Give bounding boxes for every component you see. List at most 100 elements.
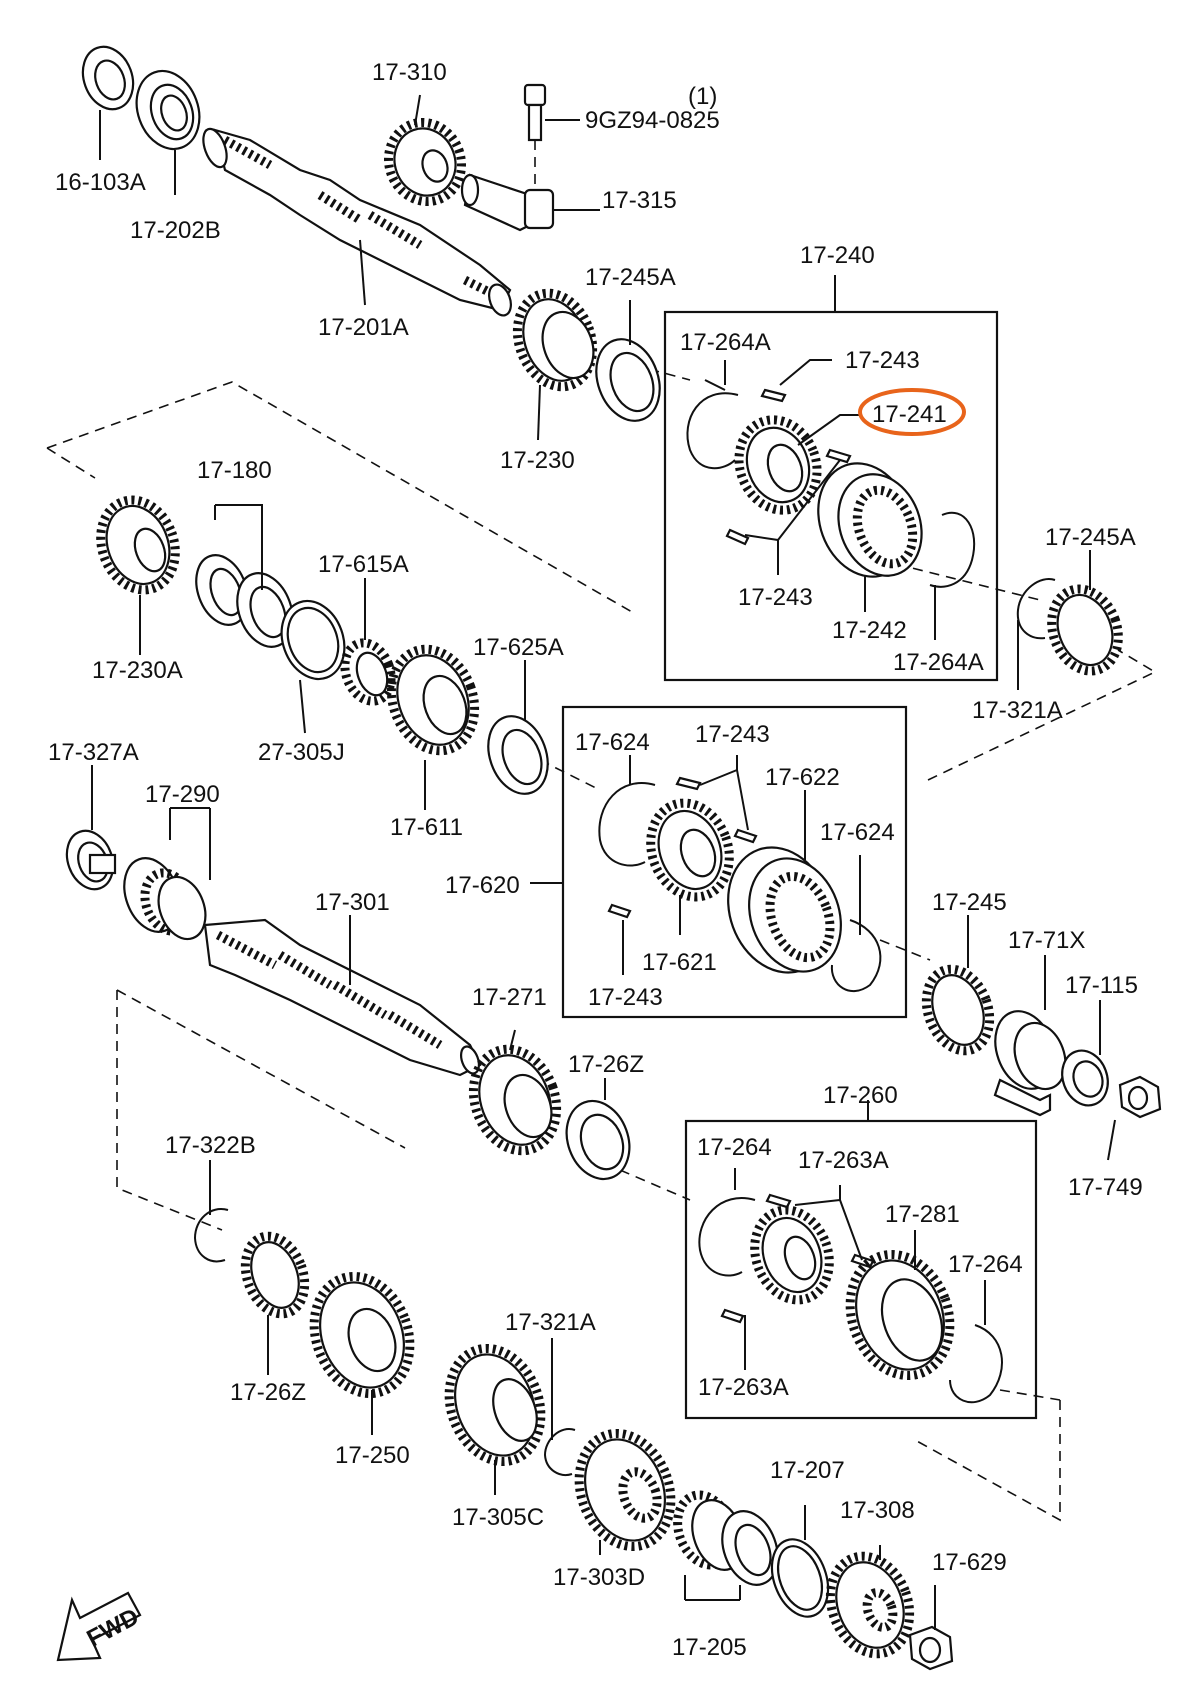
part-labels: 16-103A 17-202B 17-310 (1) 9GZ94-0825 17… [48, 59, 1143, 1661]
sync-key-17-243-right [825, 448, 852, 464]
snap-ring-17-322B [193, 1208, 229, 1263]
shim-17-207 [770, 1538, 830, 1618]
sync-ring-17-26Z-top [565, 1099, 631, 1181]
label-17-230: 17-230 [500, 447, 575, 474]
label-17-243-bottom: 17-243 [738, 584, 813, 611]
label-17-260: 17-260 [823, 1082, 898, 1109]
gear-17-250 [309, 1271, 415, 1399]
sync-key-17-243-620-top [675, 776, 702, 791]
gear-17-271 [468, 1044, 562, 1156]
bearing-17-180 [195, 554, 294, 648]
label-17-321A-top: 17-321A [972, 697, 1063, 724]
snap-ring-17-321A-bottom [543, 1428, 576, 1476]
shim-27-305J [280, 599, 346, 681]
label-17-271: 17-271 [472, 984, 547, 1011]
nut-17-749 [1118, 1075, 1162, 1119]
label-17-305C: 17-305C [452, 1504, 544, 1531]
clutch-hub-17-621 [646, 798, 734, 902]
label-17-245A-right: 17-245A [1045, 524, 1136, 551]
label-17-629: 17-629 [932, 1549, 1007, 1576]
sync-ring-17-245 [921, 964, 995, 1056]
label-17-264A-top: 17-264A [680, 329, 771, 356]
gear-17-310 [384, 117, 466, 207]
dashed-axis-line-lower [619, 1169, 1061, 1401]
gear-17-308 [825, 1551, 915, 1659]
label-17-624-right: 17-624 [820, 819, 895, 846]
sync-key-17-263A-bottom [720, 1308, 745, 1324]
label-17-230A: 17-230A [92, 657, 183, 684]
bearing-17-71X [993, 1010, 1067, 1117]
sync-ring-17-245A-top [595, 338, 661, 422]
snap-ring-17-264A-right [929, 511, 976, 588]
label-17-245: 17-245 [932, 889, 1007, 916]
sync-key-17-263A-top [765, 1193, 792, 1209]
sync-key-17-243-top [760, 388, 787, 403]
assembly-frame-17-620 [561, 705, 908, 1019]
bolt-9GZ94-0825 [523, 83, 547, 195]
snap-ring-17-624-right [830, 919, 882, 992]
label-17-264-left: 17-264 [697, 1134, 772, 1161]
label-17-620: 17-620 [445, 872, 520, 899]
label-17-611: 17-611 [390, 814, 463, 841]
label-17-315: 17-315 [602, 187, 677, 214]
label-17-621: 17-621 [642, 949, 717, 976]
label-17-26Z-top: 17-26Z [568, 1051, 644, 1078]
sync-ring-17-625A [487, 715, 549, 795]
label-16-103A: 16-103A [55, 169, 146, 196]
dashed-group-outline-countershaft [46, 381, 633, 613]
label-17-264A-bottom: 17-264A [893, 649, 984, 676]
label-17-321A-bottom: 17-321A [505, 1309, 596, 1336]
retainer-17-327A [65, 829, 117, 891]
clutch-hub-17-260 [750, 1205, 834, 1305]
gear-17-303D [574, 1428, 676, 1552]
label-17-242: 17-242 [832, 617, 907, 644]
label-qty-1: (1) [688, 83, 717, 110]
label-17-322B: 17-322B [165, 1132, 256, 1159]
sync-key-17-243-620-right [733, 828, 758, 844]
dashed-axis-line-upper [599, 355, 1041, 601]
label-17-26Z-bottom: 17-26Z [230, 1379, 306, 1406]
label-17-240: 17-240 [800, 242, 875, 269]
label-17-625A: 17-625A [473, 634, 564, 661]
snap-ring-17-264A-left [686, 392, 739, 470]
snap-ring-17-264-right [949, 1324, 1003, 1404]
label-17-202B: 17-202B [130, 217, 221, 244]
sync-ring-17-245A-right [1047, 584, 1123, 676]
oil-seal-16-103A [81, 45, 135, 111]
label-17-615A: 17-615A [318, 551, 409, 578]
snap-ring-17-624-left [598, 782, 656, 867]
label-17-245A-top: 17-245A [585, 264, 676, 291]
snap-ring-17-321A-top [1016, 578, 1056, 640]
countershaft-17-301 [203, 918, 482, 1077]
label-17-250: 17-250 [335, 1442, 410, 1469]
gear-17-611 [386, 644, 480, 756]
collar-17-115 [1061, 1049, 1109, 1107]
label-17-624-left: 17-624 [575, 729, 650, 756]
label-17-241: 17-241 [872, 401, 947, 428]
assembly-frame-17-240 [663, 310, 999, 682]
label-17-205: 17-205 [672, 1634, 747, 1661]
highlight-ellipse-17-241 [858, 388, 966, 436]
label-9GZ94-0825: 9GZ94-0825 [585, 107, 720, 134]
label-17-115: 17-115 [1065, 972, 1138, 999]
assembly-frame-17-260 [684, 1119, 1038, 1420]
label-17-301: 17-301 [315, 889, 390, 916]
bearing-17-290 [123, 857, 207, 941]
label-17-180: 17-180 [197, 457, 272, 484]
dashed-group-outline-right [914, 649, 1157, 1522]
bearing-17-202B [135, 69, 201, 151]
needle-bearing-17-615A [340, 638, 396, 706]
gear-17-230 [512, 288, 598, 392]
nut-17-629 [908, 1625, 954, 1671]
label-17-243-620-bottom: 17-243 [588, 984, 663, 1011]
bearing-17-205 [673, 1490, 779, 1586]
label-17-290: 17-290 [145, 781, 220, 808]
label-17-327A: 17-327A [48, 739, 139, 766]
label-17-281: 17-281 [885, 1201, 960, 1228]
clutch-sleeve-17-242 [817, 462, 923, 578]
label-17-201A: 17-201A [318, 314, 409, 341]
label-27-305J: 27-305J [258, 739, 345, 766]
label-17-303D: 17-303D [553, 1564, 645, 1591]
main-shaft-17-201A [202, 127, 512, 317]
